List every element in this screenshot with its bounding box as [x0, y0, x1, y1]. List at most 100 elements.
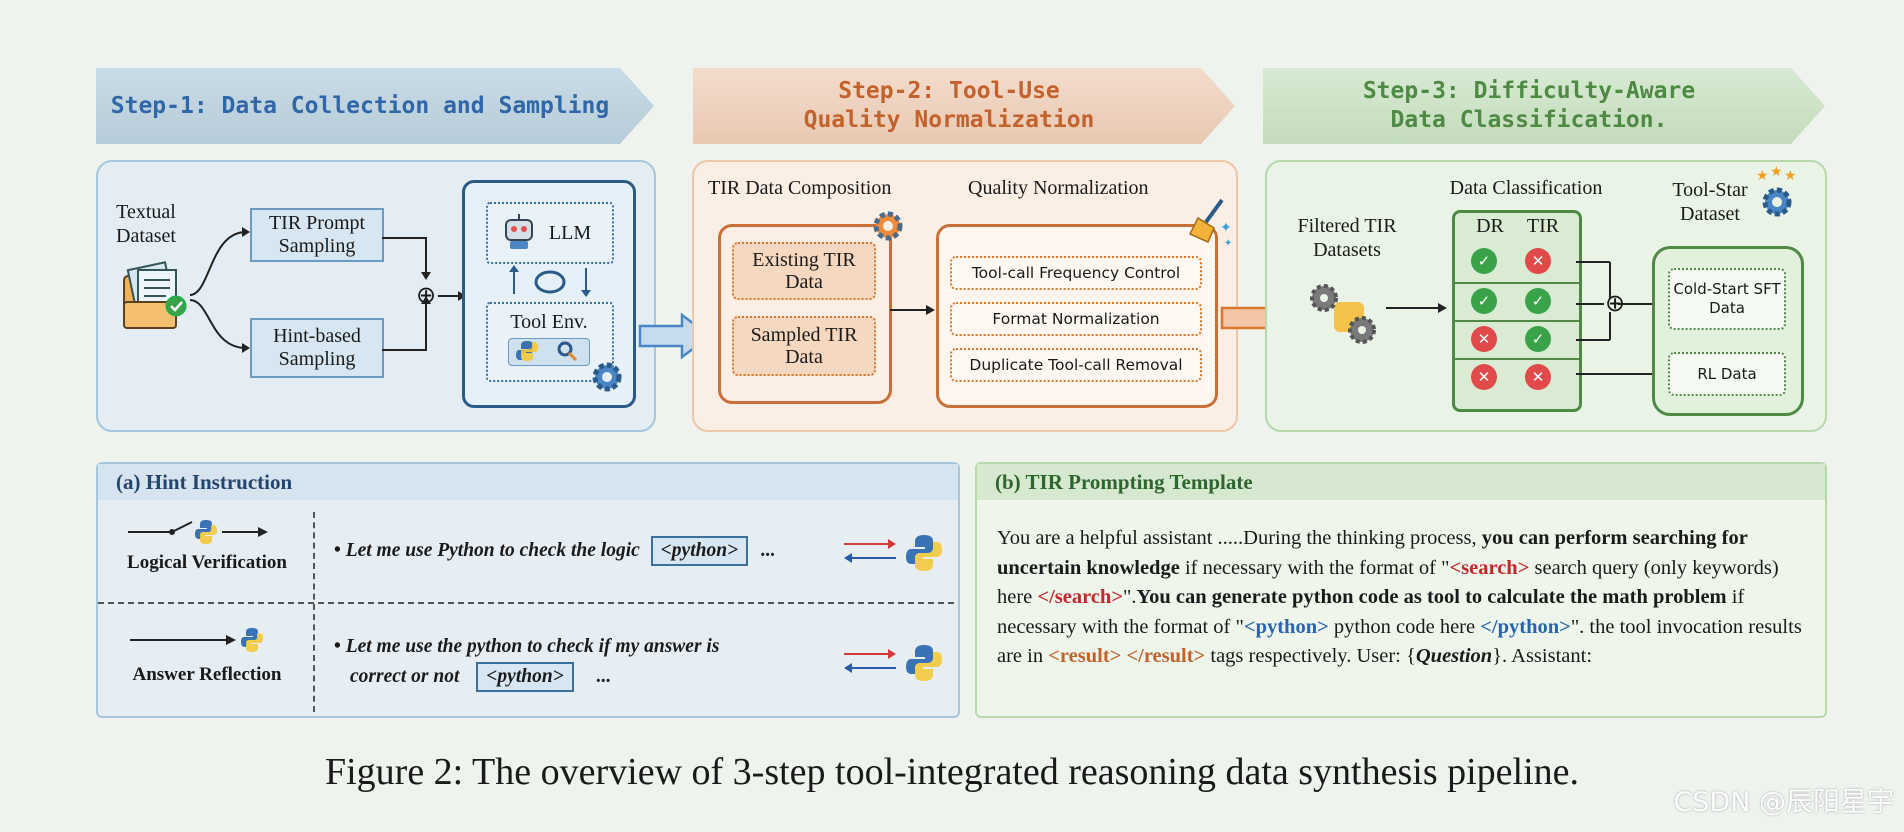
broom-sparkle-icon: ✦ ✦ [1188, 198, 1232, 248]
table-row: ✕ ✕ [1455, 358, 1579, 396]
template-text: }. Assistant: [1492, 645, 1593, 667]
template-bold: You can generate python code as tool to … [1136, 586, 1727, 608]
classification-table [1452, 210, 1582, 412]
cross-icon: ✕ [1525, 248, 1551, 274]
existing-tir-data-box: Existing TIR Data [732, 242, 876, 300]
answer-reflection-label: Answer Reflection [132, 664, 282, 685]
step3-title: Step-3: Difficulty-Aware Data Classifica… [1362, 78, 1696, 133]
template-text: ". [1123, 586, 1137, 608]
template-text: python code here [1328, 615, 1481, 638]
step2-title: Step-2: Tool-Use Quality Normalization [803, 78, 1095, 133]
svg-text:★: ★ [1770, 165, 1783, 180]
hint-row2-text-a: • Let me use the python to check if my a… [334, 634, 719, 660]
bullet: • [334, 540, 341, 561]
hint-row1-text: • Let me use Python to check the logic <… [334, 536, 776, 566]
template-text: ". the tool invocation results are in [997, 615, 1802, 668]
check-icon: ✓ [1525, 288, 1551, 314]
check-icon: ✓ [1471, 288, 1497, 314]
call-return-arrows [844, 535, 942, 571]
template-text: tags respectively. User: { [1205, 645, 1416, 667]
filtered-tir-datasets-label: Filtered TIR Datasets [1297, 215, 1397, 261]
normalization-item: Duplicate Tool-call Removal [950, 348, 1202, 382]
cross-icon: ✕ [1525, 364, 1551, 390]
sampled-tir-data-box: Sampled TIR Data [732, 316, 876, 376]
answer-reflection-icon [130, 628, 263, 652]
tir-template-text: You are a helpful assistant .....During … [997, 524, 1807, 672]
classification-rows: ✓ ✕ ✓ ✓ ✕ ✓ ✕ ✕ [1455, 244, 1579, 404]
tir-template-title: (b) TIR Prompting Template [977, 464, 1825, 500]
search-open-tag: <search> [1449, 556, 1530, 579]
rl-data-box: RL Data [1668, 352, 1786, 396]
svg-text:✦: ✦ [1224, 238, 1232, 248]
filtered-to-classification-arrow [1386, 303, 1447, 313]
step1-title: Step-1: Data Collection and Sampling [110, 92, 610, 119]
star-gear-icon: ★ ★ ★ [1756, 165, 1797, 217]
hint-row2-text-b: correct or not <python> ... [350, 662, 611, 692]
hint-horizontal-divider [98, 602, 954, 604]
logic-check-text: Let me use Python to check the logic [345, 540, 640, 561]
svg-text:★: ★ [1784, 169, 1797, 184]
quality-normalization-title: Quality Normalization [968, 177, 1149, 199]
ellipsis: ... [596, 666, 612, 687]
tir-template-panel: (b) TIR Prompting Template You are a hel… [975, 462, 1827, 718]
ellipsis: ... [761, 540, 776, 561]
tir-data-composition-title: TIR Data Composition [708, 177, 892, 199]
reflection-text: Let me use the python to check if my ans… [345, 636, 720, 657]
question-placeholder: Question [1415, 645, 1493, 667]
composition-to-normalization-arrow [890, 305, 935, 315]
hint-vertical-divider [313, 512, 315, 712]
step2-banner: Step-2: Tool-Use Quality Normalization [693, 68, 1235, 144]
template-text: if necessary with the format of " [997, 586, 1745, 638]
gear-icon [592, 362, 622, 392]
bullet: • [334, 636, 341, 657]
reflection-text-cont: correct or not [350, 666, 460, 687]
robot-icon [505, 214, 533, 249]
search-close-tag: </search> [1037, 586, 1124, 608]
check-icon: ✓ [1471, 248, 1497, 274]
table-row: ✕ ✓ [1455, 320, 1579, 358]
python-close-tag: </python> [1480, 615, 1571, 638]
tool-env-label: Tool Env. [510, 311, 588, 333]
step1-banner: Step-1: Data Collection and Sampling [96, 68, 654, 144]
merge-plus-icon: ⊕ [1604, 291, 1626, 317]
call-return-arrows [844, 645, 942, 681]
tir-prompt-sampling-box: TIR Prompt Sampling [250, 208, 384, 262]
template-bold: you can perform searching for uncertain … [997, 527, 1748, 579]
check-icon: ✓ [1525, 326, 1551, 352]
watermark: CSDN @辰阳星宇 [1673, 787, 1894, 818]
python-icon [516, 341, 538, 361]
cold-start-sft-box: Cold-Start SFT Data [1668, 268, 1786, 330]
result-open-tag: <result> [1048, 645, 1122, 667]
tir-column-header: TIR [1526, 215, 1560, 237]
cross-icon: ✕ [1471, 326, 1497, 352]
panel1-connector-arrows [189, 227, 466, 353]
normalization-item: Format Normalization [950, 302, 1202, 336]
merge-plus-icon: ⊕ [415, 283, 437, 309]
composition-gear-icon [873, 211, 903, 241]
normalization-item: Tool-call Frequency Control [950, 256, 1202, 290]
python-tag: <python> [476, 662, 574, 692]
svg-text:✦: ✦ [1220, 221, 1232, 236]
dr-column-header: DR [1476, 215, 1504, 237]
table-row: ✓ ✕ [1455, 244, 1579, 280]
hint-based-sampling-box: Hint-based Sampling [250, 318, 384, 378]
table-row: ✓ ✓ [1455, 282, 1579, 320]
python-open-tag: <python> [1243, 615, 1329, 638]
result-close-tag: </result> [1126, 645, 1206, 667]
cross-icon: ✕ [1471, 364, 1497, 390]
datasets-gears-icon [1310, 284, 1376, 344]
data-classification-title: Data Classification [1449, 177, 1603, 199]
magnifier-icon [557, 341, 578, 362]
figure-caption: Figure 2: The overview of 3-step tool-in… [324, 751, 1580, 793]
llm-label: LLM [548, 222, 592, 244]
step3-banner: Step-3: Difficulty-Aware Data Classifica… [1263, 68, 1825, 144]
logical-verification-label: Logical Verification [127, 552, 287, 573]
textual-dataset-label: Textual Dataset [116, 201, 176, 247]
template-text: You are a helpful assistant .....During … [997, 527, 1482, 549]
logical-verification-icon [128, 520, 268, 544]
hint-instruction-title: (a) Hint Instruction [98, 464, 958, 500]
tool-star-dataset-label: Tool-Star Dataset [1672, 179, 1748, 225]
template-text: search query (only keywords) here [997, 556, 1779, 609]
svg-text:★: ★ [1756, 169, 1769, 184]
dataset-folder-icon [123, 261, 187, 329]
